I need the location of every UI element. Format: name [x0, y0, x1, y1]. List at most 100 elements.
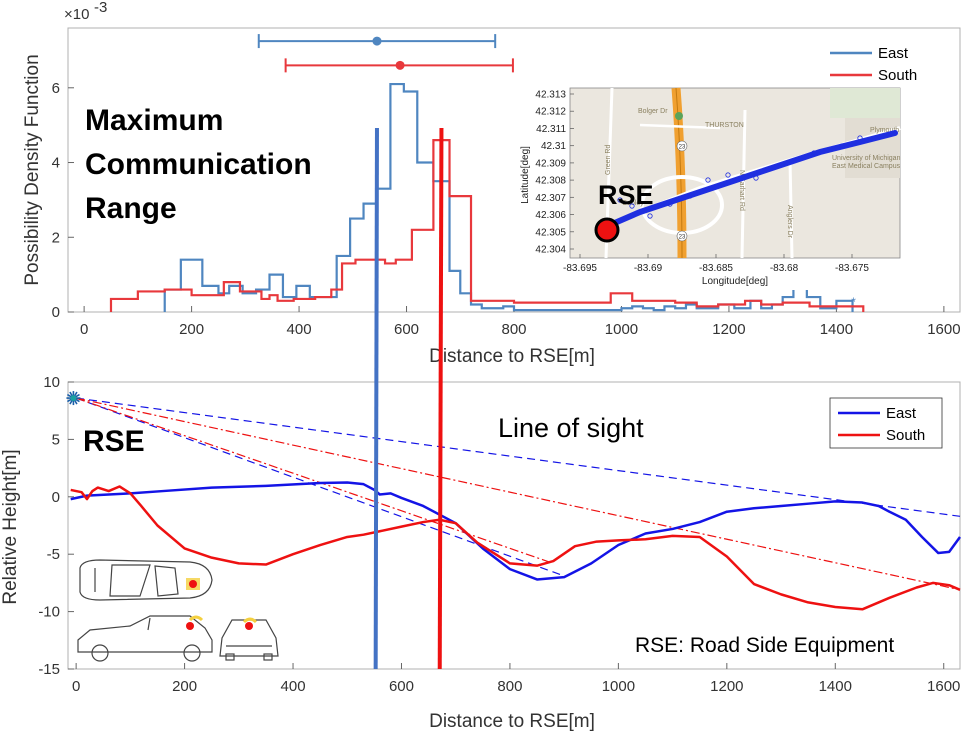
height-x-tick-label: 400 — [281, 678, 306, 695]
legend-east-label: East — [878, 45, 909, 62]
rse-map-marker — [594, 217, 620, 243]
histogram-y-tick-label: 0 — [52, 304, 60, 321]
height-x-tick-label: 200 — [172, 678, 197, 695]
histogram-x-tick-label: 1400 — [820, 321, 853, 338]
legend-south-label: South — [878, 67, 917, 84]
rse-star-marker — [66, 391, 81, 406]
map-park-patch — [830, 88, 900, 118]
histogram-x-tick-label: 800 — [501, 321, 526, 338]
gps-point — [811, 150, 817, 156]
height-x-tick-label: 1200 — [710, 678, 743, 695]
map-x-tick-label: -83.675 — [835, 263, 869, 274]
range-markers — [373, 127, 444, 670]
antenna-position-markers — [186, 578, 258, 630]
histogram-y-tick-label: 4 — [52, 155, 60, 172]
histogram-xlabel: Distance to RSE[m] — [429, 346, 595, 367]
map-x-tick-label: -83.68 — [770, 263, 799, 274]
gps-point — [857, 135, 863, 141]
height-legend: East South — [829, 397, 943, 449]
map-x-tick-label: -83.69 — [634, 263, 663, 274]
gps-point — [667, 201, 673, 207]
map-y-tick-label: 42.311 — [536, 124, 566, 135]
map-road-label-anglers: Anglers Dr — [786, 205, 793, 239]
height-y-tick-label: 5 — [52, 431, 60, 448]
gps-point — [784, 160, 790, 166]
svg-text:23: 23 — [679, 145, 686, 151]
route-shield-1: 23 — [676, 140, 688, 152]
gps-point — [839, 143, 845, 149]
line-of-sight-label: Line of sight — [498, 413, 644, 443]
gps-point — [705, 177, 711, 183]
route-shield-3 — [675, 112, 683, 120]
map-road-label-medcampus: East Medical Campus — [832, 163, 901, 170]
gps-point — [725, 172, 731, 178]
map-ylabel: Latitude[deg] — [520, 146, 531, 204]
histogram-x-tick-label: 400 — [287, 321, 312, 338]
height-x-tick-label: 1600 — [927, 678, 960, 695]
svg-text:23: 23 — [679, 235, 686, 241]
histogram-x-tick-label: 1200 — [712, 321, 745, 338]
histogram-error-bars — [257, 34, 514, 73]
sight-line-south — [75, 397, 554, 564]
height-series — [70, 481, 962, 611]
max-range-label-line1: Maximum — [85, 104, 223, 137]
map-x-tick-label: -83.685 — [699, 263, 733, 274]
histogram-series: * — [109, 82, 865, 312]
inset-rse-label: RSE — [598, 180, 654, 210]
height-x-tick-label: 0 — [72, 678, 80, 695]
map-road-label-bolger: Bolger Dr — [638, 108, 668, 115]
height-legend-box — [829, 397, 943, 449]
histogram-ylabel: Possibility Density Function — [22, 54, 43, 285]
vehicle-top-view-illustration — [79, 559, 213, 601]
range-marker-south — [437, 127, 444, 670]
sight-line-east — [75, 397, 565, 577]
map-road-label-cooley: Cooley — [622, 200, 644, 207]
sight-line-east — [76, 397, 961, 517]
height-series-south — [70, 485, 961, 611]
histogram-x-tick-label: 1000 — [605, 321, 638, 338]
rse-label: RSE — [83, 425, 145, 458]
map-y-ticks: 42.31342.31242.31142.3142.30942.30842.30… — [535, 90, 574, 256]
map-y-tick-label: 42.312 — [535, 107, 566, 118]
gps-outlier-points — [617, 135, 863, 219]
route-shield-2: 23 — [676, 230, 688, 242]
map-y-tick-label: 42.304 — [535, 245, 566, 256]
gps-point — [647, 213, 653, 219]
sight-line-south — [76, 397, 961, 591]
histogram-outlier-marker: * — [851, 295, 856, 309]
height-y-tick-label: -5 — [47, 546, 60, 563]
height-x-tick-label: 600 — [389, 678, 414, 695]
map-road-thurston — [639, 123, 721, 130]
range-marker-east — [373, 127, 379, 670]
map-road-label-umich: University of Michigan — [832, 155, 901, 162]
height-x-tick-label: 1000 — [602, 678, 635, 695]
height-y-tick-label: -10 — [38, 604, 60, 621]
map-road-label-green: Green Rd — [605, 145, 612, 175]
height-y-tick-label: 10 — [43, 374, 60, 391]
legend2-south-label: South — [886, 427, 925, 444]
histogram-x-tick-label: 1600 — [927, 321, 960, 338]
map-y-tick-label: 42.308 — [535, 176, 566, 187]
height-xlabel: Distance to RSE[m] — [429, 711, 595, 732]
map-y-tick-label: 42.309 — [535, 158, 566, 169]
map-xlabel: Longitude[deg] — [702, 276, 768, 287]
gps-trace — [600, 130, 898, 231]
histogram-y-exponent: ×10 — [64, 6, 89, 23]
legend2-east-label: East — [886, 405, 917, 422]
map-y-tick-label: 42.306 — [535, 210, 566, 221]
gps-point — [617, 197, 623, 203]
rse-star-center — [70, 395, 77, 402]
histogram-series-south — [109, 139, 865, 312]
histogram-legend: East South — [830, 45, 917, 84]
height-x-tick-label: 800 — [497, 678, 522, 695]
map-road-label-earhart: N Earhart Rd — [738, 170, 745, 211]
height-plot-area — [67, 381, 961, 670]
histogram-x-tick-label: 200 — [179, 321, 204, 338]
max-range-label-line2: Communication — [85, 148, 312, 181]
error-bar-east — [257, 34, 497, 49]
height-x-tick-label: 1400 — [819, 678, 852, 695]
map-x-tick-label: -83.695 — [563, 263, 597, 274]
